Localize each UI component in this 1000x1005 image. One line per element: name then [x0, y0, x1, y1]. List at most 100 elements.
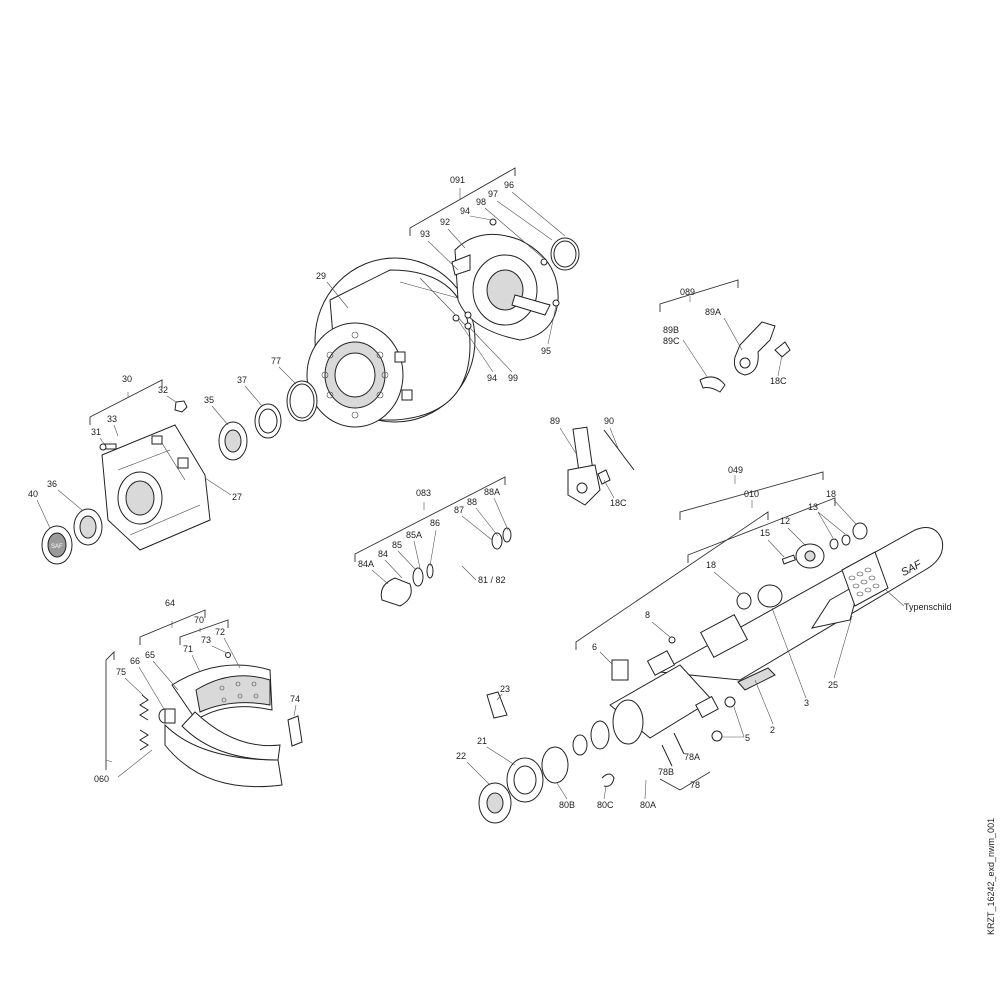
label-94-top: 94	[460, 206, 470, 216]
hose-clamp	[550, 237, 580, 271]
label-27: 27	[232, 492, 242, 502]
label-5: 5	[745, 733, 750, 743]
label-88: 88	[467, 497, 477, 507]
slack-adjuster-089	[699, 321, 791, 393]
o-ring-13-a	[829, 538, 839, 550]
label-089: 089	[680, 287, 695, 297]
type-plate	[841, 551, 889, 607]
bearing-36	[73, 508, 103, 546]
label-13: 13	[808, 502, 818, 512]
label-78A: 78A	[684, 752, 700, 762]
label-85: 85	[392, 540, 402, 550]
label-90: 90	[604, 416, 614, 426]
grease-nipple-8	[668, 636, 676, 644]
label-80A: 80A	[640, 800, 656, 810]
label-091: 091	[450, 175, 465, 185]
label-87: 87	[454, 505, 464, 515]
bushing-18-right	[852, 522, 868, 540]
o-ring-80B	[541, 746, 569, 784]
label-21: 21	[477, 736, 487, 746]
bracket-091	[409, 167, 516, 236]
screw-15	[781, 554, 796, 565]
roller-66	[158, 708, 176, 724]
label-97: 97	[488, 189, 498, 199]
label-77: 77	[271, 356, 281, 366]
spring-75-upper	[139, 694, 149, 721]
label-36: 36	[47, 479, 57, 489]
label-74: 74	[290, 694, 300, 704]
o-ring-77	[286, 380, 318, 422]
label-85A: 85A	[406, 530, 422, 540]
label-37: 37	[237, 375, 247, 385]
label-80C: 80C	[597, 800, 614, 810]
label-18C-top: 18C	[770, 376, 787, 386]
clip-74	[287, 715, 303, 747]
drawing-id: KRZT_16242_exd_nwm_001	[986, 818, 996, 935]
ball-5-b	[711, 730, 723, 742]
plate-3	[757, 584, 783, 608]
label-93: 93	[420, 229, 430, 239]
brake-shoe-upper	[171, 664, 273, 721]
label-18-left: 18	[706, 560, 716, 570]
label-99: 99	[508, 373, 518, 383]
circlip-80C	[601, 773, 615, 787]
label-81-82: 81 / 82	[478, 575, 506, 585]
label-33: 33	[107, 414, 117, 424]
pin-78	[661, 732, 685, 767]
label-29: 29	[316, 271, 326, 281]
label-75: 75	[116, 667, 126, 677]
cotter-pin-23	[486, 691, 508, 719]
bracket-060	[105, 650, 115, 770]
bushing-6	[611, 659, 629, 681]
label-64: 64	[165, 598, 175, 608]
hub-cap-logo: SAF	[51, 544, 63, 550]
label-80B: 80B	[559, 800, 575, 810]
label-78: 78	[690, 780, 700, 790]
label-6: 6	[592, 642, 597, 652]
label-8: 8	[645, 610, 650, 620]
label-89C: 89C	[663, 336, 680, 346]
label-78B: 78B	[658, 767, 674, 777]
label-71: 71	[183, 644, 193, 654]
washer-21	[506, 757, 544, 803]
bearing-35	[218, 421, 248, 461]
nut-94	[489, 218, 497, 226]
label-96: 96	[504, 180, 514, 190]
label-30: 30	[122, 374, 132, 384]
label-010: 010	[744, 489, 759, 499]
brake-shoe-lower	[164, 711, 283, 788]
label-083: 083	[416, 488, 431, 498]
label-94-bottom: 94	[487, 373, 497, 383]
o-ring-13-b	[841, 534, 851, 546]
label-typenschild: Typenschild	[904, 602, 952, 612]
label-73: 73	[201, 635, 211, 645]
ball-5-a	[724, 696, 736, 708]
label-89: 89	[550, 416, 560, 426]
nut-32	[174, 400, 188, 413]
label-18C-mid: 18C	[610, 498, 627, 508]
brake-drum	[306, 257, 476, 428]
label-049: 049	[728, 465, 743, 475]
label-22: 22	[456, 751, 466, 761]
label-060: 060	[94, 774, 109, 784]
hub-nut-22	[478, 782, 512, 824]
label-3: 3	[804, 698, 809, 708]
label-89B: 89B	[663, 325, 679, 335]
label-25: 25	[828, 680, 838, 690]
label-84A: 84A	[358, 559, 374, 569]
spring-75-lower	[139, 729, 149, 751]
bushing-18-left	[736, 592, 752, 610]
stub-axle	[572, 650, 719, 756]
label-31: 31	[91, 427, 101, 437]
label-15: 15	[760, 528, 770, 538]
label-98: 98	[476, 197, 486, 207]
rivet-73	[225, 652, 231, 658]
bolt-31	[99, 443, 117, 451]
label-2: 2	[770, 725, 775, 735]
label-12: 12	[780, 516, 790, 526]
nut-95	[552, 299, 560, 307]
label-65: 65	[145, 650, 155, 660]
label-72: 72	[215, 627, 225, 637]
label-18-right: 18	[826, 489, 836, 499]
